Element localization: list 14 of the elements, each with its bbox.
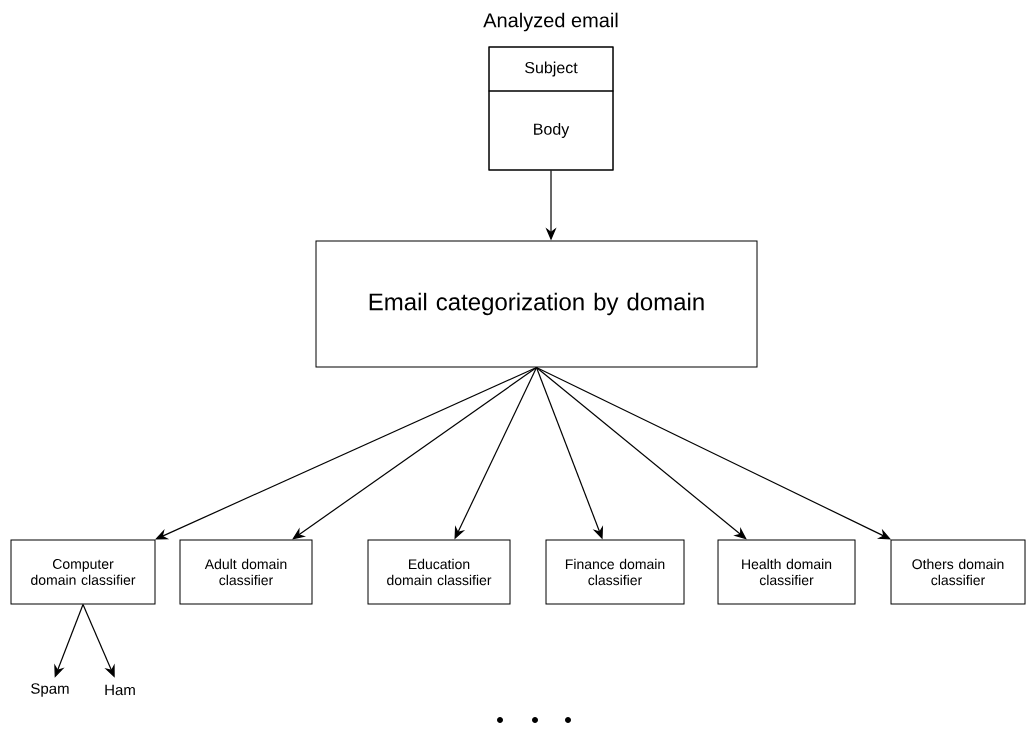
classifier-box: Health domain classifier	[717, 539, 856, 605]
arrow	[292, 366, 538, 540]
output-label: Spam	[31, 683, 69, 697]
output-label: Ham	[105, 684, 135, 696]
subject-cell: Subject	[488, 46, 614, 92]
classifier-box: Adult domain classifier	[179, 539, 313, 605]
classifier-box: Computer domain classifier	[10, 539, 156, 605]
classifier-box: Finance domain classifier	[545, 539, 685, 605]
arrow	[535, 366, 747, 540]
body-cell: Body	[488, 90, 614, 171]
classifier-box: Education domain classifier	[367, 539, 511, 605]
email-heading: Analyzed email	[483, 12, 618, 32]
classifier-box: Others domain classifier	[890, 539, 1026, 605]
process-box: Email categorization by domain	[315, 240, 758, 368]
